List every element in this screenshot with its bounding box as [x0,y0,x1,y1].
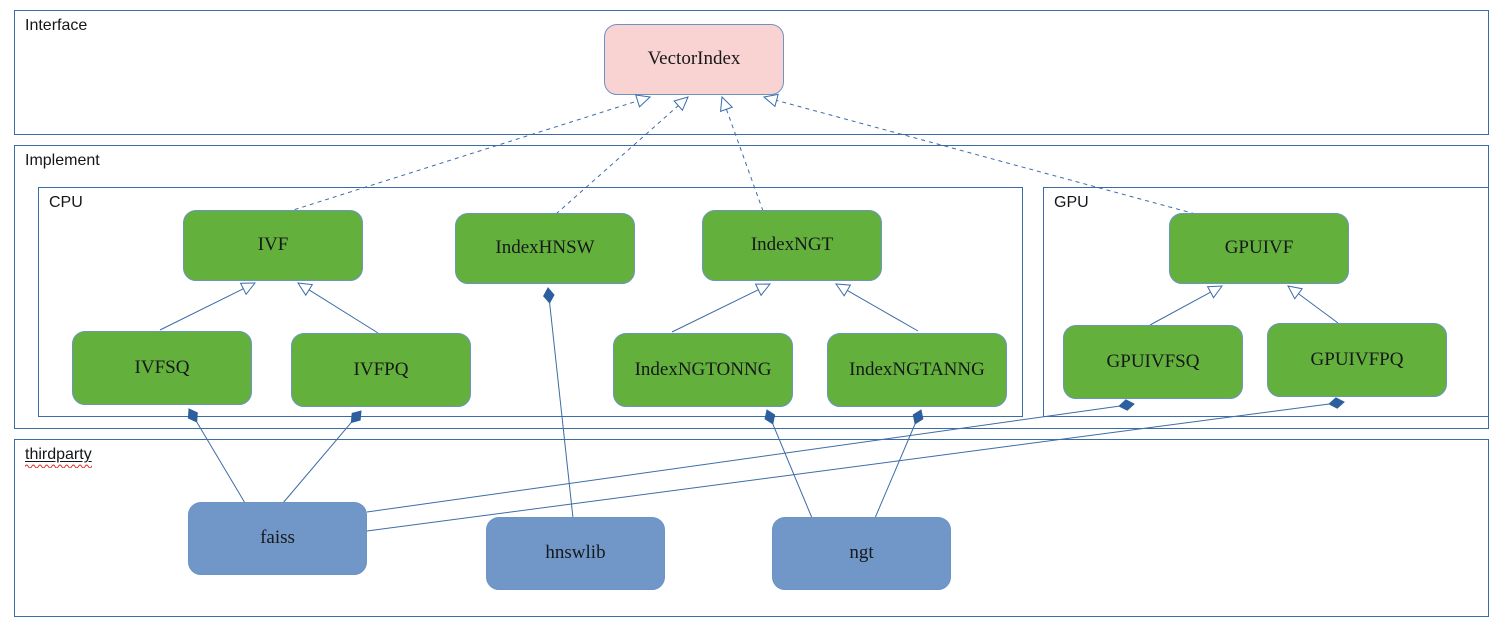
container-label-implement: Implement [25,152,100,169]
container-label-gpu: GPU [1054,194,1089,211]
container-label-interface: Interface [25,17,88,34]
node-ngt[interactable]: ngt [772,517,951,590]
node-gpuivfsq[interactable]: GPUIVFSQ [1063,325,1243,399]
node-label-faiss: faiss [260,527,295,549]
spellcheck-squiggle-icon [25,464,92,468]
node-indexhnsw[interactable]: IndexHNSW [455,213,635,284]
node-vectorindex[interactable]: VectorIndex [604,24,784,95]
node-label-ivf: IVF [257,234,289,256]
node-ivfpq[interactable]: IVFPQ [291,333,471,407]
node-label-ngt: ngt [849,542,874,564]
node-label-hnswlib: hnswlib [545,542,606,564]
node-label-gpuivfsq: GPUIVFSQ [1106,350,1200,372]
node-label-ivfsq: IVFSQ [134,356,190,378]
node-indexngtanng[interactable]: IndexNGTANNG [827,333,1007,407]
node-gpuivfpq[interactable]: GPUIVFPQ [1267,323,1447,397]
node-ivfsq[interactable]: IVFSQ [72,331,252,405]
node-label-gpuivf: GPUIVF [1224,237,1294,259]
container-label-cpu: CPU [49,194,83,211]
node-label-indexhnsw: IndexHNSW [495,237,595,259]
node-label-indexngt: IndexNGT [750,234,834,256]
node-ivf[interactable]: IVF [183,210,363,281]
container-label-thirdparty: thirdparty [25,446,92,468]
node-indexngt[interactable]: IndexNGT [702,210,882,281]
node-label-ivfpq: IVFPQ [353,358,409,380]
node-hnswlib[interactable]: hnswlib [486,517,665,590]
node-indexngtonng[interactable]: IndexNGTONNG [613,333,793,407]
node-faiss[interactable]: faiss [188,502,367,575]
node-gpuivf[interactable]: GPUIVF [1169,213,1349,284]
node-label-vectorindex: VectorIndex [647,48,741,70]
node-label-indexngtanng: IndexNGTANNG [849,358,985,380]
node-label-indexngtonng: IndexNGTONNG [634,358,772,380]
node-label-gpuivfpq: GPUIVFPQ [1310,348,1404,370]
